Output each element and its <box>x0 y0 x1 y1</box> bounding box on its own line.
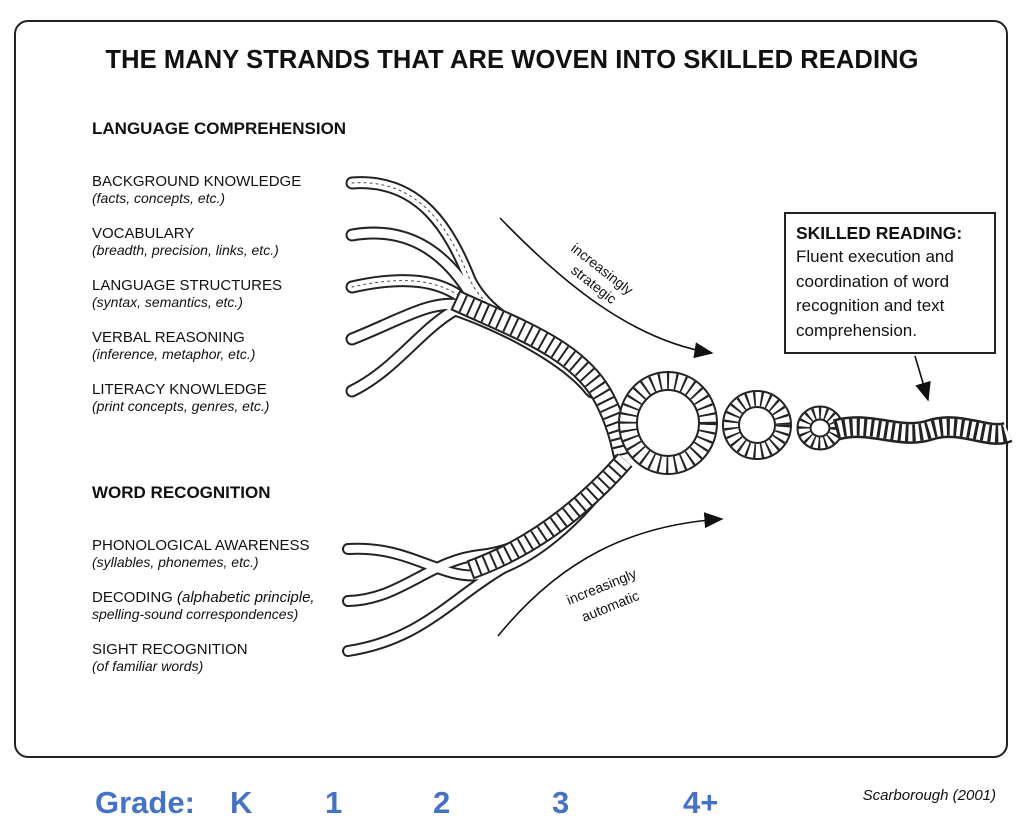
strand-label: DECODING (alphabetic principle, <box>92 589 362 606</box>
grade-label: Grade: <box>95 785 195 820</box>
strand-phonological-awareness: PHONOLOGICAL AWARENESS (syllables, phone… <box>92 537 362 571</box>
strand-detail-inline: (alphabetic principle, <box>177 589 315 606</box>
strand-label: SIGHT RECOGNITION <box>92 641 248 658</box>
strand-label-text: DECODING <box>92 589 173 606</box>
rope-loops <box>618 371 844 475</box>
strand-detail: (facts, concepts, etc.) <box>92 190 226 206</box>
skilled-reading-box: SKILLED READING: Fluent execution and co… <box>784 212 996 354</box>
strand-detail: (inference, metaphor, etc.) <box>92 346 256 362</box>
grade-3: 3 <box>552 785 570 820</box>
strand-label: LITERACY KNOWLEDGE <box>92 381 267 398</box>
strand-background-knowledge: BACKGROUND KNOWLEDGE (facts, concepts, e… <box>92 173 362 207</box>
skilled-reading-line: Fluent execution and <box>796 247 954 266</box>
strand-label: VOCABULARY <box>92 225 195 242</box>
grade-1: 1 <box>325 785 343 820</box>
skilled-reading-line: comprehension. <box>796 320 917 340</box>
strand-verbal-reasoning: VERBAL REASONING (inference, metaphor, e… <box>92 329 362 363</box>
strand-label: LANGUAGE STRUCTURES <box>92 277 283 294</box>
strand-detail: (breadth, precision, links, etc.) <box>92 242 279 258</box>
citation: Scarborough (2001) <box>862 787 996 804</box>
grade-4plus: 4+ <box>683 785 719 820</box>
strand-decoding: DECODING (alphabetic principle, spelling… <box>92 589 362 623</box>
automatic-arrow <box>497 512 724 637</box>
grade-k: K <box>230 785 253 820</box>
strand-detail: spelling-sound correspondences) <box>92 606 299 622</box>
strand-sight-recognition: SIGHT RECOGNITION (of familiar words) <box>92 641 362 675</box>
strand-detail: (syntax, semantics, etc.) <box>92 294 243 310</box>
word-recognition-heading: WORD RECOGNITION <box>92 483 271 502</box>
final-braid <box>832 416 1013 445</box>
skilled-reading-line: recognition and text <box>796 296 945 315</box>
strand-literacy-knowledge: LITERACY KNOWLEDGE (print concepts, genr… <box>92 381 362 415</box>
diagram-frame <box>14 20 1008 758</box>
language-comprehension-heading: LANGUAGE COMPREHENSION <box>92 119 347 138</box>
upper-rope <box>450 290 636 464</box>
strand-label: VERBAL REASONING <box>92 329 245 346</box>
strand-detail: (of familiar words) <box>92 658 204 674</box>
grade-2: 2 <box>433 785 451 820</box>
skilled-reading-line: coordination of word <box>796 271 950 291</box>
strategic-arrow <box>499 217 714 359</box>
strand-label: BACKGROUND KNOWLEDGE <box>92 173 302 190</box>
diagram-title: THE MANY STRANDS THAT ARE WOVEN INTO SKI… <box>105 46 919 74</box>
strand-vocabulary: VOCABULARY (breadth, precision, links, e… <box>92 225 362 259</box>
skilled-reading-heading: SKILLED READING: <box>796 223 963 243</box>
skilled-pointer-arrow <box>914 355 931 402</box>
lower-rope <box>466 453 633 580</box>
strand-language-structures: LANGUAGE STRUCTURES (syntax, semantics, … <box>92 277 362 311</box>
strand-detail: (syllables, phonemes, etc.) <box>92 554 259 570</box>
strand-detail: (print concepts, genres, etc.) <box>92 398 270 414</box>
strand-label: PHONOLOGICAL AWARENESS <box>92 537 310 554</box>
